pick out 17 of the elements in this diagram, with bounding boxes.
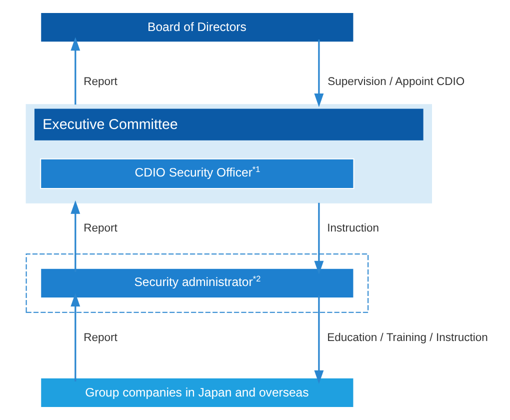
arrow [314, 202, 324, 274]
edge-label: Education / Training / Instruction [326, 332, 488, 344]
arrow [70, 292, 80, 382]
edge-label: Report [83, 222, 117, 234]
arrow [314, 295, 324, 384]
edge-label: Supervision / Appoint CDIO [327, 76, 464, 88]
arrow [314, 40, 324, 108]
node-box: Security administrator$^{*2}$ [40, 268, 354, 299]
edge-label: Report [83, 76, 117, 88]
edge-label: Report [83, 332, 117, 344]
cluster [25, 253, 368, 313]
node-box: Board of Directors [40, 12, 354, 43]
arrow [70, 37, 80, 105]
node-box: CDIO Security Officer$^{*1}$ [40, 158, 354, 190]
arrow [70, 200, 80, 272]
node-box: Group companies in Japan and overseas [40, 377, 354, 408]
edge-label: Instruction [326, 222, 379, 234]
